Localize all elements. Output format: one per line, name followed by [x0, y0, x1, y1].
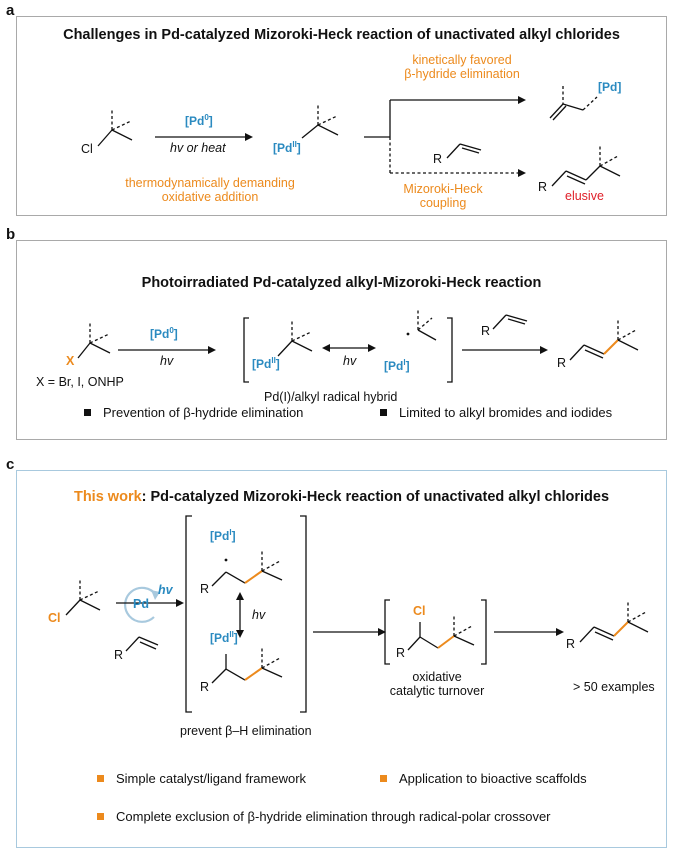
bullet-b2: Limited to alkyl bromides and iodides [380, 405, 612, 420]
alkyl-x-b [77, 322, 111, 359]
pd2-alkyl-a [301, 104, 339, 139]
pd1-label-c: [PdI] [210, 528, 236, 543]
pd2-label-c: [PdII] [210, 630, 238, 645]
heck-product-a [551, 146, 621, 187]
r-alkene-c: R [114, 648, 124, 662]
turnover-label: oxidative catalytic turnover [389, 670, 485, 698]
r-product-a: R [538, 180, 548, 194]
panel-c: This work: Pd-catalyzed Mizoroki-Heck re… [16, 470, 667, 848]
pd0-label-a: [Pd0] [185, 113, 213, 128]
elusive-label: elusive [565, 189, 604, 203]
r-alkene-a: R [433, 152, 443, 166]
cl-mid-label: Cl [413, 604, 426, 618]
chloride-label-a: Cl [81, 142, 93, 156]
alkene-c [125, 636, 159, 652]
alkene-a [446, 143, 482, 159]
alkyl-chloride-intermediate [407, 615, 475, 651]
panel-b-letter: b [6, 226, 16, 243]
heck-product-c [579, 602, 649, 643]
hv-b2: hv [343, 354, 357, 368]
conditions-a: hv or heat [170, 141, 226, 155]
pd2-label-b: [PdII] [252, 356, 280, 371]
pd-product-label: [Pd] [598, 80, 622, 94]
pd1-radical-b [406, 310, 437, 341]
pd1-radical-c [211, 550, 283, 587]
pd1-label-b: [PdI] [384, 358, 410, 373]
pd2-alkyl-b [277, 320, 313, 357]
examples-label: > 50 examples [573, 680, 655, 694]
panel-b-title: Photoirradiated Pd-catalyzed alkyl-Mizor… [141, 275, 542, 291]
hv-mid-c: hv [252, 608, 266, 622]
bullet-c1: Simple catalyst/ligand framework [97, 771, 306, 786]
r-bottom-c: R [200, 680, 210, 694]
beta-elimination-product [549, 86, 598, 121]
r-top-c: R [200, 582, 210, 596]
bullet-c2: Application to bioactive scaffolds [380, 771, 587, 786]
alkyl-chloride-a [97, 108, 133, 147]
bullet-marker [97, 813, 104, 821]
bullet-marker [380, 409, 387, 417]
hv-circle-label: hv [158, 583, 173, 597]
panel-c-title: This work: Pd-catalyzed Mizoroki-Heck re… [73, 489, 610, 505]
x-label-b: X [66, 354, 75, 368]
bullet-marker [84, 409, 91, 417]
r-product-b: R [557, 356, 567, 370]
heck-note: Mizoroki-Heck coupling [403, 182, 483, 210]
heck-product-b [569, 320, 639, 361]
bullet-b1: Prevention of β-hydride elimination [84, 405, 303, 420]
pd2-label-a: [PdII] [273, 140, 301, 155]
panel-c-letter: c [6, 456, 15, 473]
r-alkene-b: R [481, 324, 491, 338]
pd-circle-label: Pd [133, 597, 149, 611]
alkyl-chloride-c [65, 578, 101, 616]
chloride-label-c: Cl [48, 611, 61, 625]
alkene-b [492, 314, 528, 330]
bullet-c3: Complete exclusion of β-hydride eliminat… [97, 809, 551, 824]
panel-b: Photoirradiated Pd-catalyzed alkyl-Mizor… [16, 240, 667, 440]
pd2-alkyl-c [211, 647, 283, 684]
bullet-marker [97, 775, 104, 783]
r-mid-label: R [396, 646, 406, 660]
hv-b1: hv [160, 354, 174, 368]
panel-a: Challenges in Pd-catalyzed Mizoroki-Heck… [16, 16, 667, 216]
panel-a-title: Challenges in Pd-catalyzed Mizoroki-Heck… [63, 27, 620, 43]
pd0-label-b: [Pd0] [150, 326, 178, 341]
r-product-c: R [566, 637, 576, 651]
panel-a-letter: a [6, 2, 15, 19]
hybrid-label: Pd(I)/alkyl radical hybrid [264, 390, 398, 404]
prevent-label: prevent β–H elimination [180, 724, 312, 738]
x-def-b: X = Br, I, ONHP [36, 375, 124, 389]
bullet-marker [380, 775, 387, 783]
oxidative-note: thermodynamically demanding oxidative ad… [125, 176, 295, 204]
beta-note: kinetically favored β-hydride eliminatio… [404, 53, 520, 81]
